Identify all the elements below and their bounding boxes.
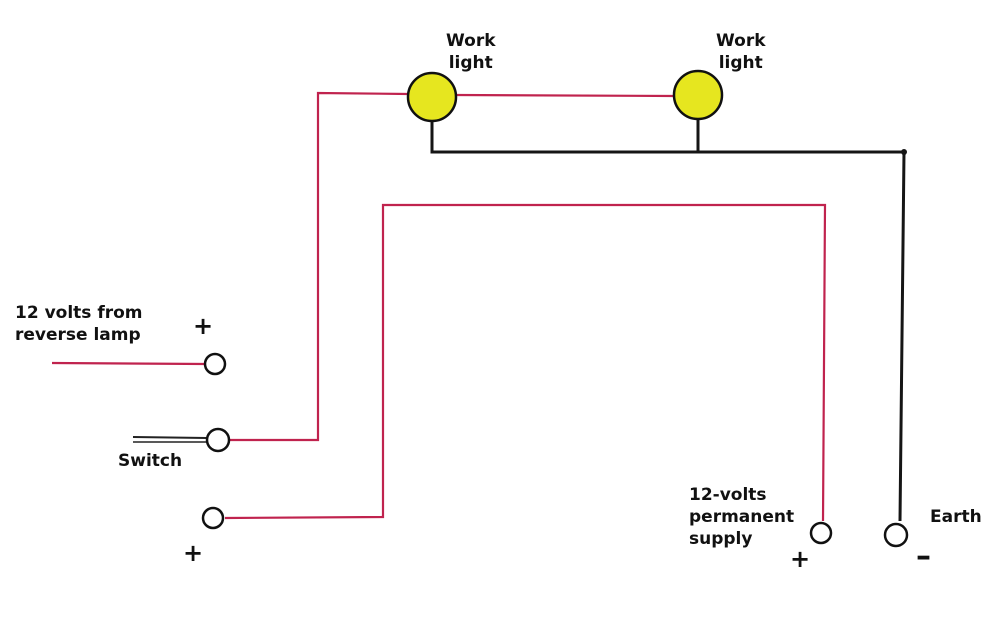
reverse-lamp-label: 12 volts from reverse lamp (15, 303, 143, 345)
wire-light1-to-light2 (455, 93, 675, 98)
permanent-supply-polarity: + (790, 545, 811, 573)
switch-supply-polarity: + (183, 539, 204, 567)
wire-permanent-supply (224, 203, 827, 522)
wire-switch-to-light1 (229, 91, 409, 442)
permanent-supply-label: 12-volts permanent supply (689, 485, 795, 549)
work-light-1-label: Work light (446, 31, 496, 73)
work-light-2-label: Work light (716, 31, 766, 73)
reverse-lamp-terminal[interactable] (203, 352, 227, 376)
reverse-lamp-polarity: + (193, 312, 214, 340)
work-light-1 (406, 71, 458, 123)
work-light-2 (672, 69, 724, 121)
switch-label: Switch (118, 451, 183, 471)
wire-reverse-lamp-input (51, 361, 206, 366)
earth-terminal[interactable] (883, 522, 909, 548)
wire-earth-bus (430, 121, 906, 522)
earth-polarity: – (916, 539, 931, 574)
switch-lever[interactable] (132, 436, 208, 439)
earth-label: Earth (930, 507, 982, 527)
switch-common-terminal[interactable] (205, 427, 231, 453)
permanent-supply-terminal[interactable] (809, 521, 833, 545)
switch-supply-terminal[interactable] (201, 506, 225, 530)
earth-junction-dot (901, 149, 907, 155)
